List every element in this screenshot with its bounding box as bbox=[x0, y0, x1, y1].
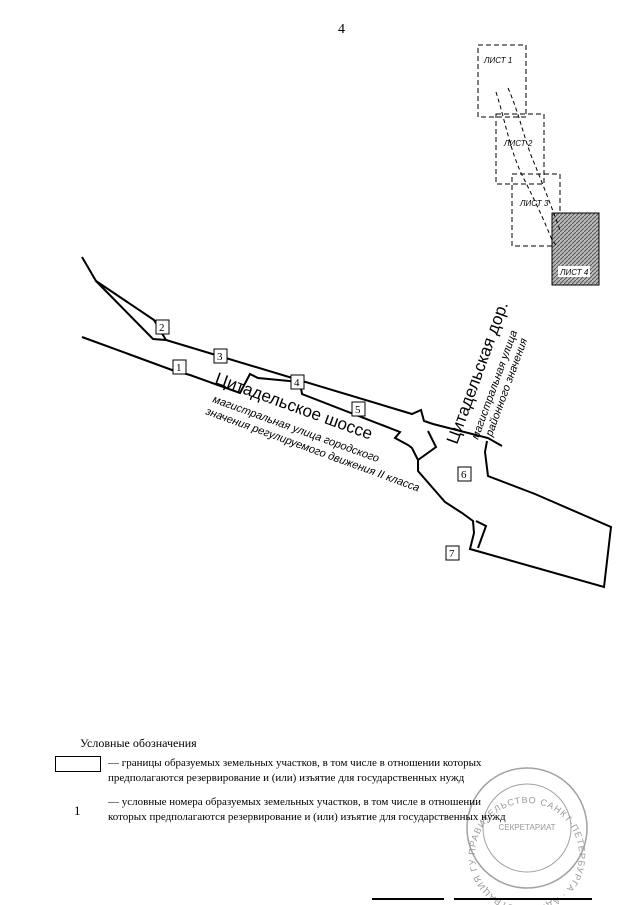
plot-2-box bbox=[155, 319, 170, 335]
legend-boundary-line1: — границы образуемых земельных участков,… bbox=[108, 757, 482, 769]
plot-4-box bbox=[290, 374, 305, 390]
legend-boundary-swatch bbox=[55, 756, 101, 772]
plot-4-number: 4 bbox=[294, 377, 300, 389]
plot-7-notch bbox=[475, 520, 488, 549]
plot-5-box bbox=[351, 401, 366, 417]
plot-boundaries bbox=[81, 256, 613, 589]
sheet-3-label: ЛИСТ 3 bbox=[519, 199, 549, 208]
legend-boundary-line2: предполагаются резервирование и (или) из… bbox=[108, 772, 465, 784]
plot-7-box bbox=[445, 545, 460, 561]
bottom-rule-left bbox=[372, 898, 444, 900]
legend-number-line2: которых предполагаются резервирование и … bbox=[108, 811, 506, 823]
sheet-3-frame bbox=[511, 173, 561, 247]
inner-north-line bbox=[95, 280, 167, 341]
legend-title: Условные обозначения bbox=[80, 736, 197, 750]
plot-6-box bbox=[457, 466, 472, 482]
sheet-index: ЛИСТ 1 ЛИСТ 2 ЛИСТ 3 ЛИСТ 4 bbox=[477, 44, 600, 286]
plot-number-markers: 1 2 3 4 5 6 7 bbox=[155, 319, 472, 561]
shosse-south-edge bbox=[81, 336, 613, 589]
sheet-2-frame bbox=[495, 113, 545, 185]
sheet-1-frame bbox=[477, 44, 527, 118]
plot-5-number: 5 bbox=[355, 404, 361, 416]
legend-number-line1: — условные номера образуемых земельных у… bbox=[108, 796, 482, 808]
plot-6-number: 6 bbox=[461, 469, 467, 481]
dor-west-edge bbox=[417, 430, 438, 461]
legend-number-sample: 1 bbox=[74, 803, 81, 818]
sheet-4-label: ЛИСТ 4 bbox=[559, 268, 589, 277]
sheet-2-label: ЛИСТ 2 bbox=[503, 139, 533, 148]
route-outline-dashed bbox=[495, 87, 561, 246]
stamp-center-text: СЕКРЕТАРИАТ bbox=[498, 823, 555, 832]
page-number: 4 bbox=[338, 22, 345, 37]
shosse-north-edge bbox=[81, 256, 503, 447]
plot-1-box bbox=[172, 359, 187, 375]
plot-3-number: 3 bbox=[217, 351, 223, 363]
sheet-1-label: ЛИСТ 1 bbox=[483, 56, 512, 65]
plot-3-box bbox=[213, 348, 228, 364]
bottom-rule-right bbox=[454, 898, 592, 900]
plot-7-number: 7 bbox=[449, 548, 455, 560]
plot-2-number: 2 bbox=[159, 322, 165, 334]
plot-1-number: 1 bbox=[176, 362, 182, 374]
